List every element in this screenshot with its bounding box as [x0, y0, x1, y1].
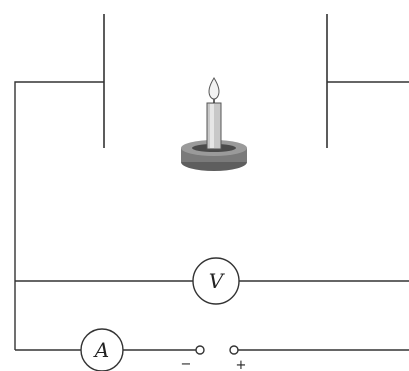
- voltmeter: V: [192, 257, 240, 305]
- positive-sign: +: [236, 358, 247, 371]
- candle: [181, 77, 247, 171]
- candle-flame: [208, 77, 220, 100]
- ammeter-symbol: A: [93, 338, 109, 362]
- positive-terminal: [229, 345, 239, 355]
- voltmeter-symbol: V: [209, 269, 226, 293]
- left-wire: [14, 81, 104, 350]
- ammeter-circle: [80, 328, 124, 371]
- negative-sign: −: [181, 357, 192, 371]
- ammeter: A: [80, 328, 124, 371]
- candle-wax-highlight: [210, 104, 214, 148]
- voltmeter-circle: [192, 257, 240, 305]
- negative-terminal: [195, 345, 205, 355]
